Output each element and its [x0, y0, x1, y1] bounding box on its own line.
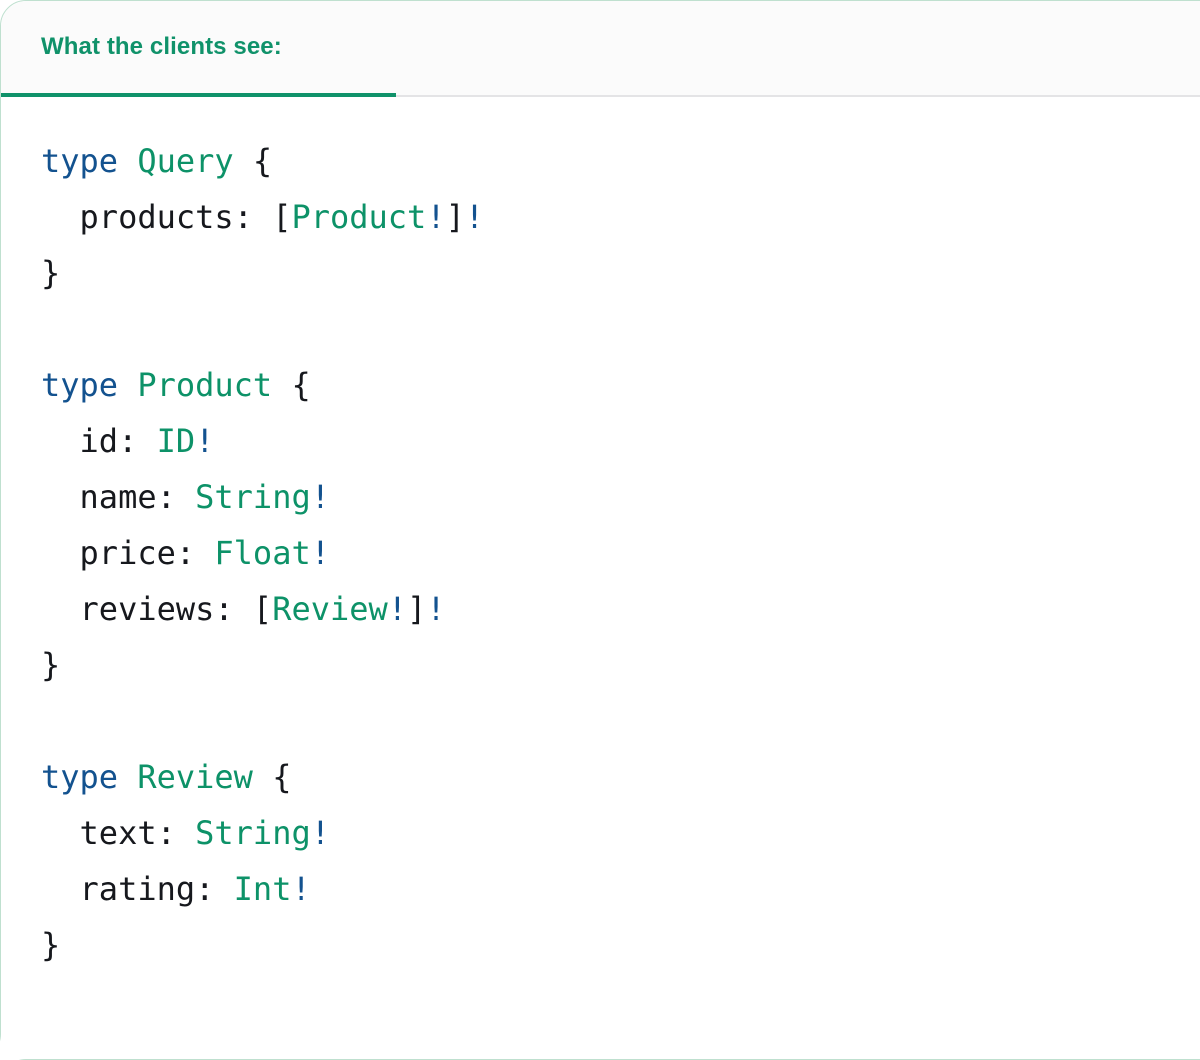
token-field: rating: [41, 870, 234, 908]
code-line-8: price: Float! [41, 525, 1191, 581]
token-bang: ! [426, 590, 446, 628]
token-typename: Review [137, 758, 253, 796]
graphql-schema-code: type Query { products: [Product!]!} type… [41, 133, 1191, 973]
token-punct: [ [272, 198, 292, 236]
token-punct [118, 366, 137, 404]
token-typename: Float [214, 534, 311, 572]
code-line-1: type Query { [41, 133, 1191, 189]
token-punct: { [272, 366, 311, 404]
code-line-12: type Review { [41, 749, 1191, 805]
token-field: price: [41, 534, 215, 572]
token-keyword: type [41, 142, 119, 180]
code-line-15: } [41, 917, 1191, 973]
token-bang: ! [387, 590, 408, 628]
token-bang: ! [195, 422, 215, 460]
token-bang: ! [464, 198, 485, 236]
token-field: name: [41, 478, 196, 516]
token-keyword: type [41, 366, 119, 404]
token-typename: String [195, 814, 311, 852]
tab-strip: What the clients see: [1, 1, 1200, 97]
token-bang: ! [310, 814, 330, 852]
token-keyword: type [41, 758, 119, 796]
code-line-2: products: [Product!]! [41, 189, 1191, 245]
token-bang: ! [291, 870, 311, 908]
token-bang: ! [310, 534, 330, 572]
token-punct [118, 758, 137, 796]
token-punct [118, 142, 137, 180]
token-bang: ! [426, 198, 446, 236]
token-typename: String [195, 478, 311, 516]
code-line-4 [41, 301, 1191, 357]
token-typename: Query [137, 142, 234, 180]
token-field: id: [41, 422, 157, 460]
token-punct: } [41, 646, 61, 684]
tab-what-the-clients-see[interactable]: What the clients see: [1, 1, 396, 97]
token-typename: Product [291, 198, 427, 236]
code-line-14: rating: Int! [41, 861, 1191, 917]
code-viewer[interactable]: type Query { products: [Product!]!} type… [1, 97, 1200, 1059]
token-punct: { [233, 142, 273, 180]
token-typename: Review [272, 590, 388, 628]
code-line-5: type Product { [41, 357, 1191, 413]
token-bang: ! [310, 478, 330, 516]
code-line-3: } [41, 245, 1191, 301]
token-punct: ] [445, 198, 465, 236]
token-field: products: [41, 198, 273, 236]
code-line-7: name: String! [41, 469, 1191, 525]
token-typename: Product [137, 366, 273, 404]
token-field: reviews: [41, 590, 253, 628]
token-typename: Int [233, 870, 292, 908]
code-line-10: } [41, 637, 1191, 693]
token-punct: { [252, 758, 292, 796]
code-line-13: text: String! [41, 805, 1191, 861]
code-line-11 [41, 693, 1191, 749]
token-field: text: [41, 814, 196, 852]
token-punct: [ [252, 590, 273, 628]
token-punct: ] [407, 590, 427, 628]
tab-label: What the clients see: [41, 33, 282, 60]
code-line-6: id: ID! [41, 413, 1191, 469]
token-typename: ID [156, 422, 196, 460]
code-line-9: reviews: [Review!]! [41, 581, 1191, 637]
token-punct: } [41, 926, 61, 964]
token-punct: } [41, 254, 61, 292]
